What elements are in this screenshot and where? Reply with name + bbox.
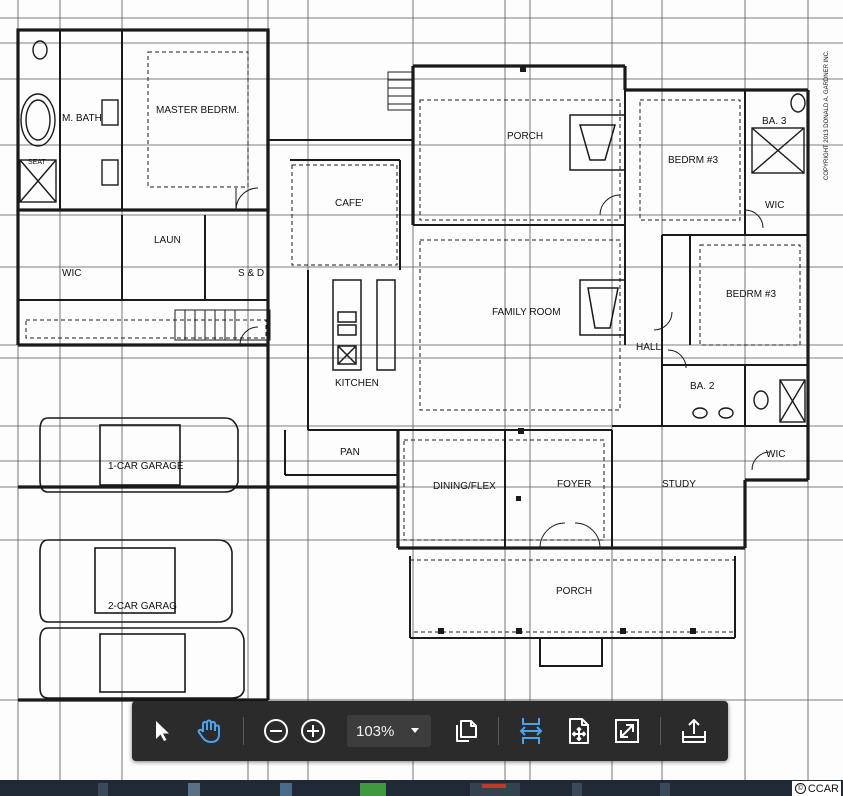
zoom-out-icon[interactable] [258, 713, 294, 749]
chevron-down-icon [411, 728, 419, 733]
room-label-kitchen: KITCHEN [335, 378, 379, 389]
fit-width-icon[interactable] [513, 713, 549, 749]
os-taskbar [0, 780, 843, 796]
room-label-laundry: LAUN [154, 235, 181, 246]
taskbar-app-icon[interactable] [360, 783, 386, 796]
fullscreen-icon[interactable] [609, 713, 645, 749]
room-label-bedroom-3-lower: BEDRM #3 [726, 289, 776, 300]
floor-plan-drawing: M. BATH MASTER BEDRM. SEAT LAUN WIC S & … [0, 0, 843, 780]
taskbar-app-icon[interactable] [660, 783, 670, 796]
room-label-wic-left: WIC [62, 268, 81, 279]
room-label-s-and-d: S & D [238, 268, 264, 279]
room-label-dining-flex: DINING/FLEX [433, 481, 496, 492]
hand-pan-icon[interactable] [191, 713, 227, 749]
room-label-pantry: PAN [340, 447, 360, 458]
watermark-text: CCAR [807, 782, 839, 795]
taskbar-app-active[interactable] [470, 783, 520, 796]
share-upload-icon[interactable] [676, 713, 712, 749]
fit-page-icon[interactable] [561, 713, 597, 749]
room-label-seat: SEAT [28, 159, 46, 166]
zoom-in-icon[interactable] [295, 713, 331, 749]
room-label-ba-2: BA. 2 [690, 381, 715, 392]
room-label-garage-1: 1-CAR GARAGE [108, 461, 184, 472]
room-label-family-room: FAMILY ROOM [492, 307, 561, 318]
copyright-icon: © [794, 783, 806, 794]
room-label-foyer: FOYER [557, 479, 591, 490]
taskbar-app-icon[interactable] [98, 783, 108, 796]
zoom-level-dropdown[interactable]: 103% [347, 715, 431, 747]
room-label-wic-right-lower: WIC [766, 449, 785, 460]
toolbar-divider [243, 717, 244, 745]
taskbar-app-icon[interactable] [572, 783, 582, 796]
document-viewer[interactable]: M. BATH MASTER BEDRM. SEAT LAUN WIC S & … [0, 0, 843, 780]
room-label-porch-front: PORCH [556, 586, 592, 597]
room-label-study: STUDY [662, 479, 696, 490]
toolbar-divider [498, 717, 499, 745]
room-label-cafe: CAFE' [335, 198, 364, 209]
room-label-ba-3: BA. 3 [762, 116, 787, 127]
room-label-porch-rear: PORCH [507, 131, 543, 142]
room-label-master-bath: M. BATH [62, 113, 102, 124]
room-label-garage-2: 2-CAR GARAG [108, 601, 177, 612]
toolbar-divider [660, 717, 661, 745]
room-label-hall: HALL [636, 342, 661, 353]
room-label-wic-right-upper: WIC [765, 200, 784, 211]
ccar-watermark: © CCAR [791, 781, 841, 796]
select-arrow-icon[interactable] [144, 713, 180, 749]
room-label-bedroom-3-upper: BEDRM #3 [668, 155, 718, 166]
taskbar-app-icon[interactable] [280, 783, 292, 796]
pdf-app-icon [482, 784, 506, 788]
viewer-toolbar: 103% [132, 701, 728, 761]
room-label-master-bedroom: MASTER BEDRM. [156, 105, 239, 116]
copyright-side-note: COPYRIGHT 2013 DONALD A. GARDNER INC. [824, 50, 830, 180]
taskbar-app-icon[interactable] [188, 783, 200, 796]
page-view-icon[interactable] [448, 713, 484, 749]
zoom-level-value: 103% [356, 722, 395, 740]
